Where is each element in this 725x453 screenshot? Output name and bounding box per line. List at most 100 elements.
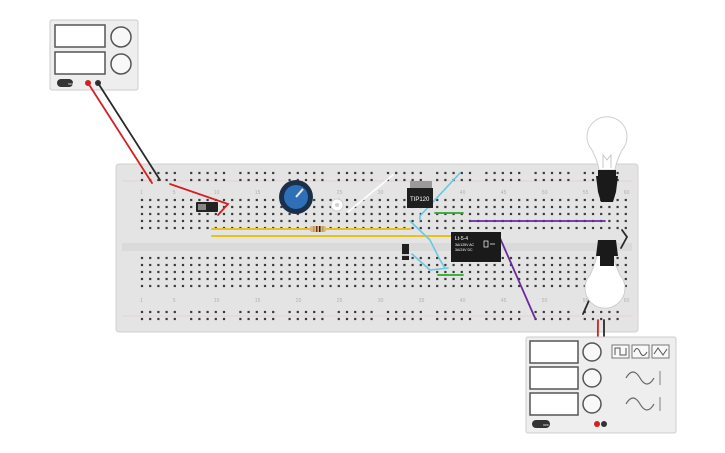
breadboard-hole[interactable]: [165, 270, 168, 274]
breadboard-hole[interactable]: [165, 171, 168, 175]
breadboard-hole[interactable]: [436, 171, 439, 175]
breadboard-hole[interactable]: [485, 198, 488, 202]
breadboard-hole[interactable]: [337, 317, 340, 321]
breadboard-hole[interactable]: [493, 277, 496, 281]
breadboard-hole[interactable]: [427, 284, 431, 288]
breadboard-hole[interactable]: [173, 226, 176, 230]
breadboard-hole[interactable]: [386, 310, 390, 314]
breadboard-hole[interactable]: [190, 198, 193, 202]
diode[interactable]: [402, 244, 409, 260]
breadboard-hole[interactable]: [468, 226, 472, 230]
breadboard-hole[interactable]: [493, 263, 496, 267]
breadboard-hole[interactable]: [181, 226, 185, 230]
breadboard-hole[interactable]: [485, 270, 488, 274]
breadboard-hole[interactable]: [575, 198, 578, 202]
breadboard-hole[interactable]: [247, 277, 250, 281]
breadboard-hole[interactable]: [542, 226, 545, 230]
breadboard-hole[interactable]: [477, 205, 480, 209]
breadboard-hole[interactable]: [288, 263, 291, 267]
breadboard-hole[interactable]: [239, 212, 242, 216]
breadboard-hole[interactable]: [239, 171, 242, 175]
breadboard-hole[interactable]: [345, 270, 349, 274]
light-bulb[interactable]: [586, 116, 628, 202]
breadboard-hole[interactable]: [198, 171, 201, 175]
breadboard-hole[interactable]: [214, 263, 217, 267]
breadboard-hole[interactable]: [518, 171, 521, 175]
function-generator[interactable]: OFF: [525, 336, 677, 434]
breadboard-hole[interactable]: [501, 226, 504, 230]
breadboard-hole[interactable]: [452, 219, 455, 223]
breadboard-hole[interactable]: [362, 270, 365, 274]
breadboard-hole[interactable]: [509, 205, 513, 209]
wire-cyan-3[interactable]: [411, 253, 449, 271]
breadboard-hole[interactable]: [329, 256, 332, 260]
breadboard-hole[interactable]: [149, 219, 152, 223]
breadboard-hole[interactable]: [354, 263, 357, 267]
breadboard-hole[interactable]: [616, 310, 619, 314]
breadboard-hole[interactable]: [395, 270, 398, 274]
breadboard-hole[interactable]: [370, 263, 373, 267]
breadboard-hole[interactable]: [411, 171, 414, 175]
breadboard-hole[interactable]: [436, 178, 439, 182]
breadboard-hole[interactable]: [354, 171, 357, 175]
breadboard-hole[interactable]: [173, 284, 176, 288]
breadboard-hole[interactable]: [313, 171, 316, 175]
breadboard-hole[interactable]: [477, 212, 480, 216]
breadboard-hole[interactable]: [354, 270, 357, 274]
breadboard-hole[interactable]: [149, 263, 152, 267]
breadboard-hole[interactable]: [616, 226, 619, 230]
breadboard-hole[interactable]: [173, 256, 176, 260]
breadboard-hole[interactable]: [419, 178, 422, 182]
breadboard-hole[interactable]: [272, 263, 275, 267]
breadboard-hole[interactable]: [181, 205, 185, 209]
breadboard-hole[interactable]: [296, 219, 299, 223]
breadboard-hole[interactable]: [149, 171, 152, 175]
breadboard-hole[interactable]: [313, 310, 316, 314]
breadboard-hole[interactable]: [395, 171, 398, 175]
breadboard-hole[interactable]: [214, 317, 217, 321]
breadboard-hole[interactable]: [567, 277, 570, 281]
breadboard-hole[interactable]: [198, 212, 201, 216]
breadboard-hole[interactable]: [239, 277, 242, 281]
breadboard-hole[interactable]: [231, 270, 234, 274]
breadboard-hole[interactable]: [345, 317, 349, 321]
breadboard-hole[interactable]: [550, 284, 554, 288]
breadboard-hole[interactable]: [222, 270, 226, 274]
breadboard-hole[interactable]: [583, 277, 586, 281]
breadboard-hole[interactable]: [583, 212, 586, 216]
breadboard-hole[interactable]: [542, 198, 545, 202]
breadboard-hole[interactable]: [157, 226, 160, 230]
breadboard-hole[interactable]: [403, 171, 406, 175]
breadboard-hole[interactable]: [296, 270, 299, 274]
breadboard-hole[interactable]: [575, 263, 578, 267]
breadboard-hole[interactable]: [616, 198, 619, 202]
breadboard-hole[interactable]: [222, 256, 226, 260]
breadboard-hole[interactable]: [460, 198, 463, 202]
breadboard-hole[interactable]: [247, 219, 250, 223]
breadboard-hole[interactable]: [296, 277, 299, 281]
breadboard-hole[interactable]: [198, 277, 201, 281]
breadboard-hole[interactable]: [263, 178, 267, 182]
breadboard-hole[interactable]: [395, 256, 398, 260]
breadboard-hole[interactable]: [477, 277, 480, 281]
breadboard-hole[interactable]: [272, 171, 275, 175]
breadboard-hole[interactable]: [173, 270, 176, 274]
breadboard-hole[interactable]: [239, 198, 242, 202]
breadboard-hole[interactable]: [436, 310, 439, 314]
breadboard-hole[interactable]: [403, 284, 406, 288]
breadboard-hole[interactable]: [419, 284, 422, 288]
breadboard-hole[interactable]: [624, 212, 627, 216]
breadboard-hole[interactable]: [272, 198, 275, 202]
breadboard-hole[interactable]: [296, 212, 299, 216]
breadboard-hole[interactable]: [190, 317, 193, 321]
breadboard-hole[interactable]: [222, 284, 226, 288]
breadboard-hole[interactable]: [206, 171, 209, 175]
breadboard-hole[interactable]: [509, 212, 513, 216]
breadboard-hole[interactable]: [526, 212, 529, 216]
breadboard-hole[interactable]: [198, 226, 201, 230]
breadboard-hole[interactable]: [140, 270, 144, 274]
breadboard-hole[interactable]: [411, 226, 414, 230]
breadboard-hole[interactable]: [559, 317, 562, 321]
breadboard-hole[interactable]: [485, 284, 488, 288]
breadboard-hole[interactable]: [608, 310, 611, 314]
